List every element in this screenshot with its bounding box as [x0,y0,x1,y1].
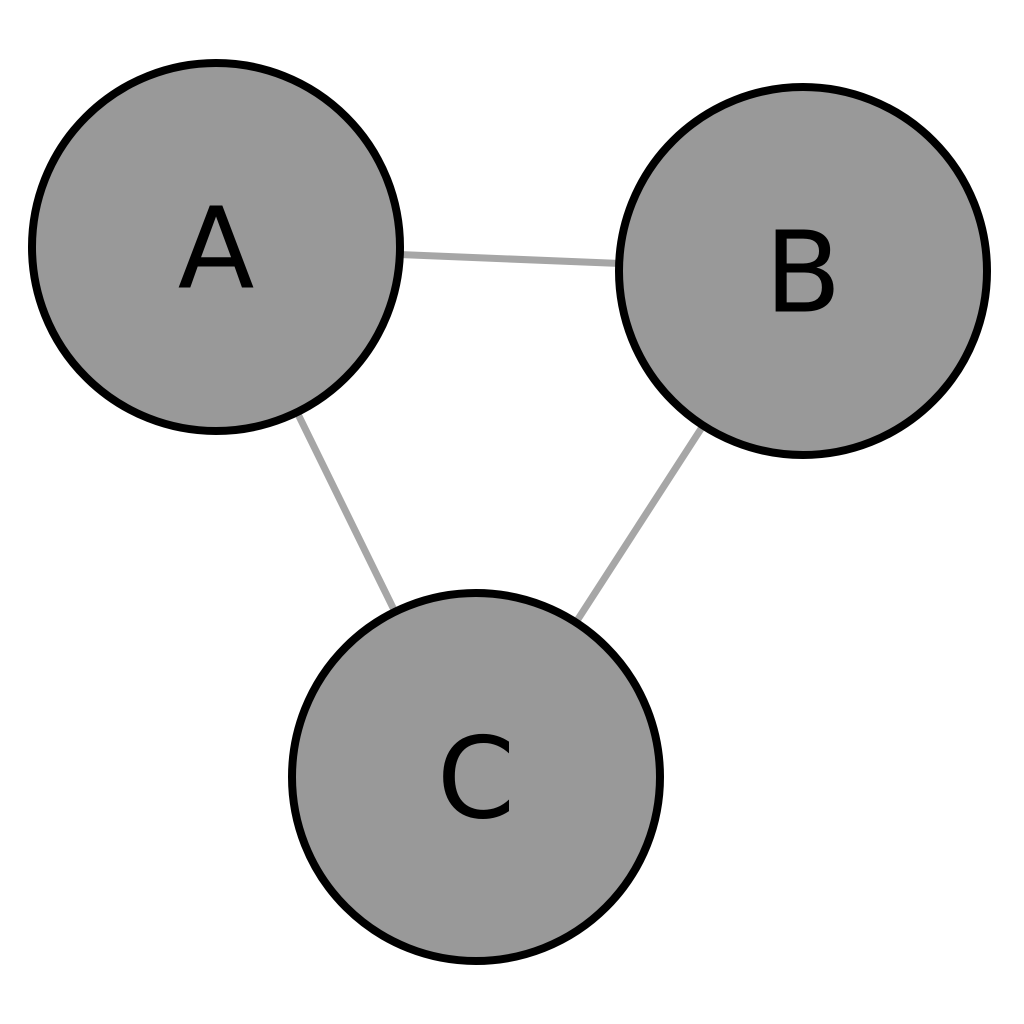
node-C: C [288,589,664,965]
node-C-label: C [437,714,515,844]
node-B-circle [615,83,991,459]
node-A: A [28,59,404,435]
node-B: B [615,83,991,459]
node-A-circle [28,59,404,435]
nodes-layer: A B C [28,59,991,965]
node-B-label: B [765,208,842,338]
node-C-circle [288,589,664,965]
node-A-label: A [178,184,255,314]
